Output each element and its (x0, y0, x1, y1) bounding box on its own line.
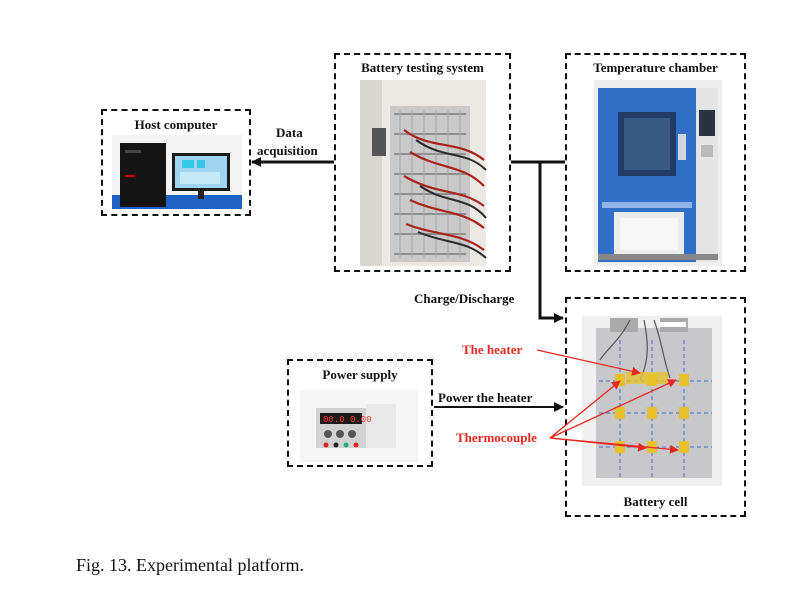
charge-discharge-label: Charge/Discharge (414, 291, 515, 306)
thermocouple-pointer-lines (549, 379, 679, 454)
data-acquisition-label-line1: Data (276, 125, 303, 140)
heater-annotation: The heater (462, 342, 523, 357)
battery-testing-system-box (334, 53, 511, 272)
battery-testing-system-title: Battery testing system (361, 60, 484, 75)
battery-cell-title: Battery cell (623, 494, 688, 509)
figure-caption: Fig. 13. Experimental platform. (76, 555, 304, 575)
temperature-chamber-box (565, 53, 746, 272)
power-supply-photo: 00.0 0.00 (300, 390, 418, 462)
host-computer-box (101, 109, 251, 216)
power-the-heater-label: Power the heater (438, 390, 533, 405)
data-acquisition-label-line2: acquisition (257, 143, 318, 158)
temperature-chamber-photo (594, 80, 722, 266)
power-supply-display-text: 00.0 0.00 (323, 415, 372, 425)
heater-pointer-line (536, 349, 641, 376)
charge-discharge-arrow (538, 162, 564, 323)
battery-cell-box (565, 297, 746, 517)
temperature-chamber-title: Temperature chamber (593, 60, 718, 75)
host-computer-photo (112, 135, 242, 209)
host-computer-title: Host computer (134, 117, 218, 132)
power-supply-title: Power supply (322, 367, 398, 382)
battery-cell-photo (582, 316, 722, 486)
power-supply-box (287, 359, 433, 467)
battery-testing-system-photo (360, 80, 487, 266)
thermocouple-annotation: Thermocouple (456, 430, 537, 445)
